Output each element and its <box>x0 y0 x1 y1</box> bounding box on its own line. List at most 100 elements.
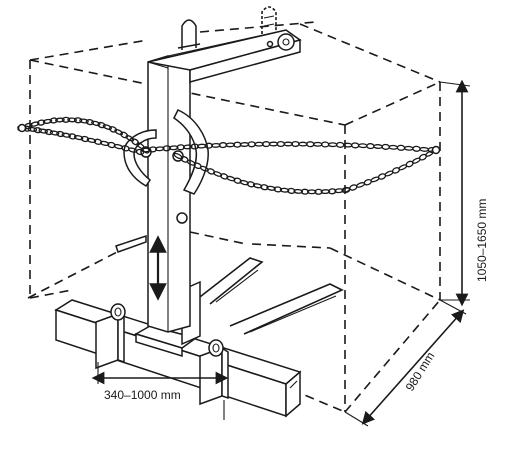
chain-link <box>335 141 345 148</box>
height-dimension-label: 1050–1650 mm <box>475 199 489 282</box>
chain-link <box>266 185 276 191</box>
bolt-icon <box>277 33 295 51</box>
chain-hook-icon <box>431 145 441 155</box>
chain <box>17 116 441 195</box>
lifting-eye-icon <box>208 339 224 357</box>
chain-link <box>182 144 193 150</box>
chain-link <box>80 135 90 143</box>
chain-link <box>176 144 185 151</box>
chain-link <box>328 188 337 195</box>
chain-link <box>91 120 101 127</box>
chain-link <box>44 128 54 136</box>
chain-link <box>212 171 223 177</box>
chain-link <box>366 143 375 150</box>
chain-link <box>268 141 279 147</box>
chain-link <box>114 128 124 136</box>
chain-link <box>327 142 338 148</box>
chain-link <box>49 130 60 136</box>
chain-hook-icon <box>17 123 27 133</box>
chain-link <box>320 141 330 148</box>
chain-link <box>279 187 290 193</box>
chain-link <box>225 142 236 148</box>
chain-link <box>73 134 84 141</box>
chain-link <box>97 121 106 129</box>
chain-link <box>226 175 236 182</box>
chain-link <box>287 187 296 194</box>
chain-link <box>49 117 58 124</box>
chain-link <box>120 131 129 139</box>
height-dimension: 1050–1650 mm <box>439 79 489 307</box>
chain-link <box>211 142 221 148</box>
chain-link <box>246 181 256 188</box>
lifting-eye-icon <box>110 303 126 321</box>
chain-link <box>373 144 383 149</box>
chain-link <box>252 183 263 189</box>
chain-link <box>306 189 317 195</box>
chain-link <box>135 148 145 156</box>
chain-link <box>403 145 414 151</box>
chain-link <box>99 140 110 147</box>
depth-dimension: 980 mm <box>344 299 467 427</box>
width-dimension-label: 340–1000 mm <box>104 388 181 402</box>
chain-link <box>61 116 71 123</box>
chain-link <box>38 128 49 134</box>
chain-link <box>102 124 112 130</box>
chain-link <box>388 144 399 150</box>
chain-link <box>33 127 42 134</box>
chain-link <box>162 145 171 152</box>
chain-link <box>36 119 46 126</box>
chain-link <box>334 188 344 194</box>
top-boom <box>147 6 302 83</box>
chain-link <box>93 138 103 145</box>
chain-link <box>298 141 308 147</box>
chain-link <box>107 141 116 149</box>
chain-link <box>148 146 158 153</box>
chain-link <box>108 126 118 133</box>
width-dimension: 340–1000 mm <box>91 362 229 420</box>
chain-link <box>396 144 406 151</box>
chain-link <box>85 118 95 126</box>
chain-link <box>73 117 83 124</box>
chain-link <box>61 132 72 138</box>
chain-link <box>30 121 40 127</box>
chain-link <box>320 189 331 195</box>
chain-link <box>27 126 38 132</box>
chain-link <box>300 188 310 195</box>
chain-link <box>190 143 199 150</box>
chain-link <box>314 188 323 195</box>
chain-link <box>233 177 242 184</box>
floor-forks <box>195 257 344 335</box>
shackle-icon <box>177 19 201 50</box>
chain-link <box>196 143 207 149</box>
chain-link <box>306 141 315 148</box>
chain-link <box>206 168 216 175</box>
chain-link <box>125 134 135 142</box>
chain-link <box>220 173 229 180</box>
chain-link <box>283 141 294 147</box>
shackle-alt-position-icon <box>261 6 277 34</box>
chain-link <box>239 179 249 186</box>
chain-link <box>79 118 89 124</box>
chain-link <box>273 186 283 193</box>
chain-link <box>67 117 77 123</box>
chain-link <box>68 133 77 140</box>
chain-link <box>86 137 97 144</box>
chain-link <box>56 130 65 138</box>
chain-link <box>357 143 368 149</box>
chain-link <box>168 145 179 151</box>
chain-link <box>312 141 323 147</box>
mast <box>115 55 191 333</box>
chain-link <box>350 142 360 149</box>
chain-link <box>381 143 390 150</box>
chain-link <box>412 145 421 152</box>
chain-link <box>42 118 53 124</box>
chain-link <box>419 146 430 152</box>
chain-link <box>154 146 165 152</box>
chain-link <box>293 188 304 194</box>
depth-dimension-label: 980 mm <box>403 349 438 393</box>
chain-link <box>204 142 214 149</box>
chain-link <box>260 184 269 191</box>
chain-link <box>55 117 65 123</box>
chain-link <box>131 138 140 146</box>
